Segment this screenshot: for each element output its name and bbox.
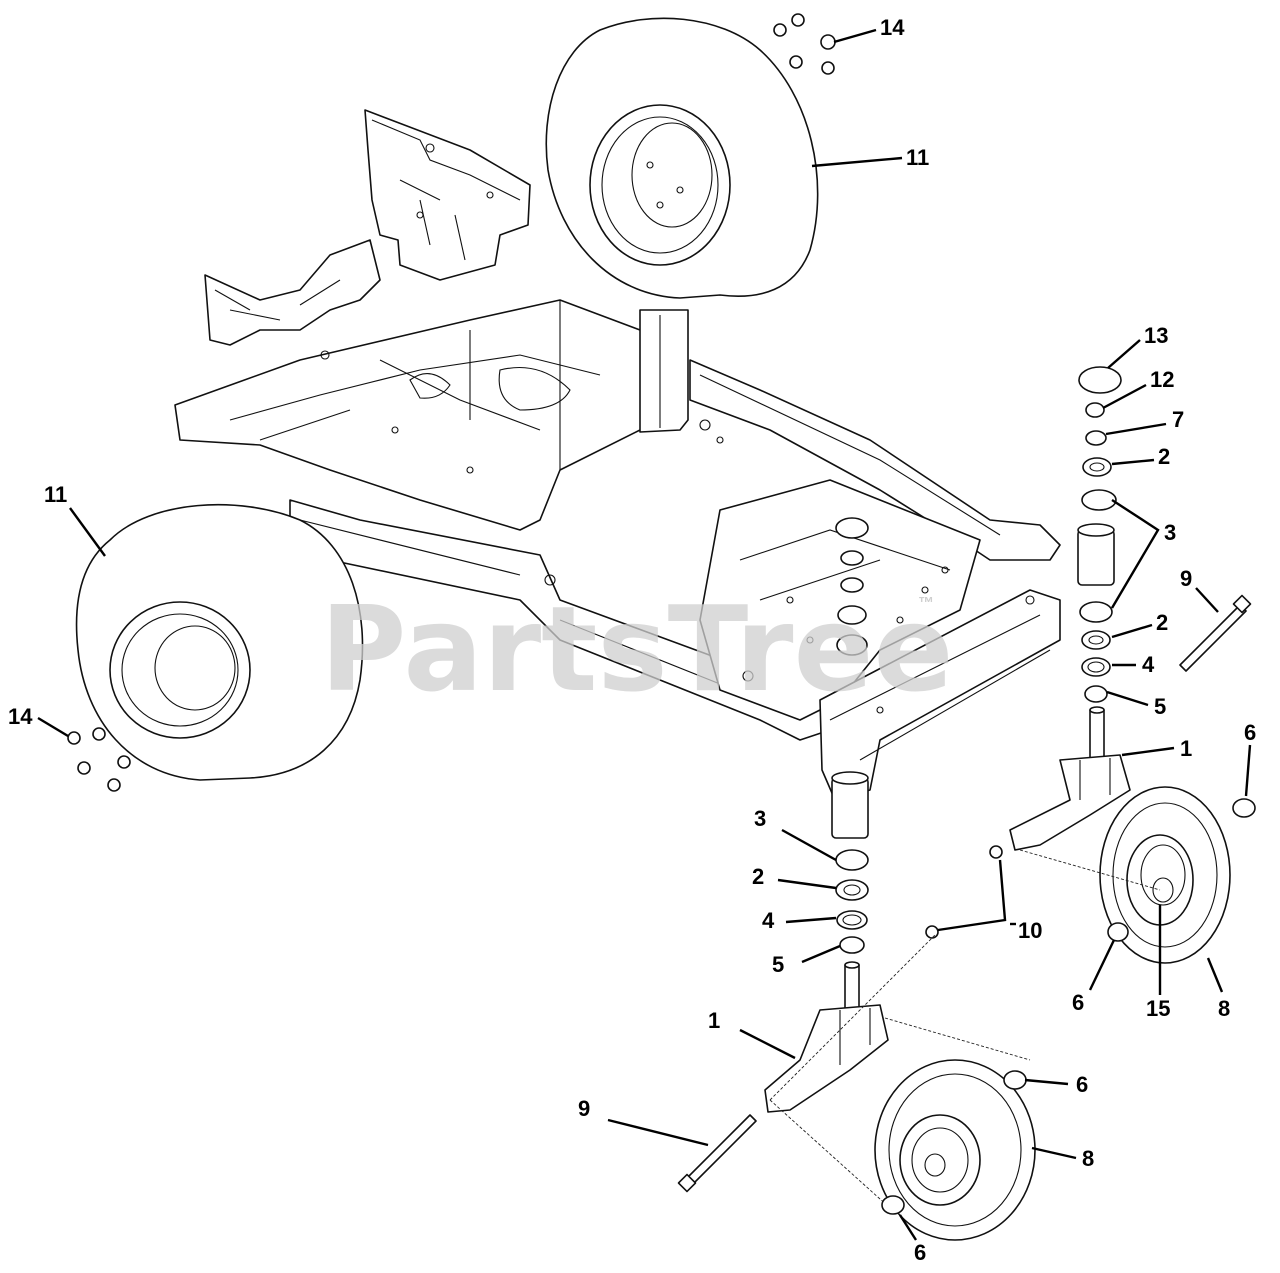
callout-9-left: 9 xyxy=(578,1096,590,1121)
callout-3-left: 3 xyxy=(754,806,766,831)
right-spindle-stack xyxy=(1009,366,1252,851)
callout-4-left: 4 xyxy=(762,908,775,933)
callout-10: 10 xyxy=(1018,918,1042,943)
callout-6-right-wheel: 6 xyxy=(1072,990,1084,1015)
callout-2-left: 2 xyxy=(752,864,764,889)
watermark-trademark: ™ xyxy=(918,595,934,612)
callout-1-left: 1 xyxy=(708,1008,720,1033)
callout-8-left: 8 xyxy=(1082,1146,1094,1171)
watermark: PartsTree xyxy=(320,580,954,718)
callout-2-right: 2 xyxy=(1156,610,1168,635)
callout-11-left: 11 xyxy=(44,482,67,507)
grease-fittings xyxy=(925,845,1003,939)
rear-wheel-top xyxy=(545,17,819,299)
lug-nuts-top xyxy=(773,13,836,75)
callout-14-left: 14 xyxy=(8,704,33,729)
callout-3-right: 3 xyxy=(1164,520,1176,545)
callout-6-left-wheel: 6 xyxy=(1076,1072,1088,1097)
callout-5-right: 5 xyxy=(1154,694,1166,719)
left-spindle-stack xyxy=(677,849,1031,1209)
callout-5-left: 5 xyxy=(772,952,784,977)
chassis-frame xyxy=(174,109,1115,839)
callout-9-right: 9 xyxy=(1180,566,1192,591)
callout-4-right: 4 xyxy=(1142,652,1155,677)
callout-13: 13 xyxy=(1144,323,1168,348)
caster-wheel-right xyxy=(1019,786,1256,964)
rear-wheel-left xyxy=(75,503,364,781)
callout-12: 12 xyxy=(1150,367,1174,392)
callout-15: 15 xyxy=(1146,996,1170,1021)
callout-14-top: 14 xyxy=(880,15,905,40)
caster-wheel-left xyxy=(874,1059,1036,1241)
callout-1-right: 1 xyxy=(1180,736,1192,761)
callout-6-bottom: 6 xyxy=(914,1240,926,1265)
callout-11-top: 11 xyxy=(906,145,929,170)
lug-nuts-left xyxy=(67,727,131,792)
callout-2-upper-right: 2 xyxy=(1158,444,1170,469)
callout-8-right: 8 xyxy=(1218,996,1230,1021)
leader-lines xyxy=(37,28,1252,1241)
callout-6-upper-right: 6 xyxy=(1244,720,1256,745)
callouts: 14 11 13 12 7 2 3 9 2 4 5 1 6 11 14 3 2 … xyxy=(8,15,1256,1265)
callout-7: 7 xyxy=(1172,407,1184,432)
